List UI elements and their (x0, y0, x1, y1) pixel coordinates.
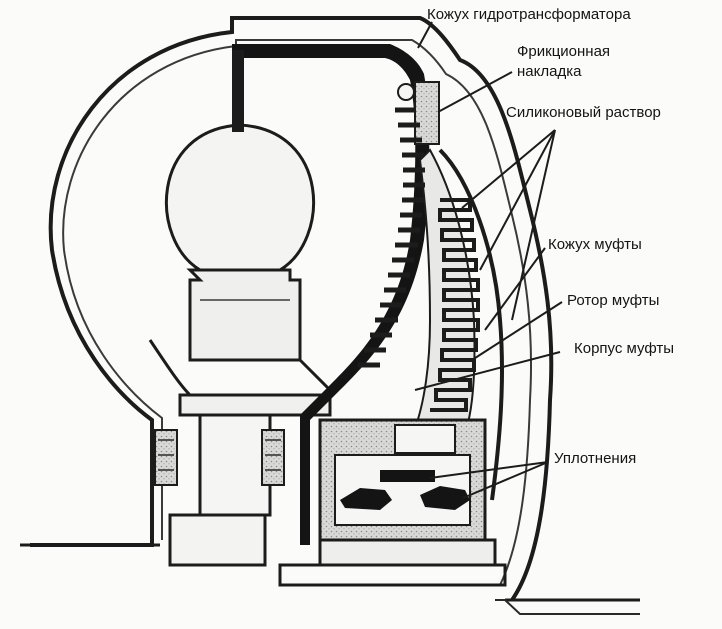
hub-shaft (198, 413, 272, 517)
leader-friction (437, 71, 513, 113)
leader-lines (414, 21, 563, 499)
label-clutch-housing: Кожух муфты (548, 236, 642, 253)
impeller-bulb (164, 123, 316, 272)
leader-body (414, 351, 561, 391)
label-torque-converter-housing: Кожух гидротрансформатора (427, 6, 631, 23)
seal-left (340, 488, 392, 510)
inner-ring-top (394, 424, 456, 454)
bearing-right (261, 429, 285, 486)
label-clutch-rotor: Ротор муфты (567, 292, 660, 309)
top-stem (232, 50, 244, 132)
leader-silicone-1 (461, 129, 556, 209)
leader-silicone-3 (511, 129, 556, 321)
leader-silicone-2 (479, 129, 556, 271)
label-friction-lining-line1: Фрикционная (517, 43, 611, 60)
friction-lining (414, 81, 440, 145)
silicone-channels (430, 198, 480, 412)
label-silicone-fluid: Силиконовый раствор (506, 104, 661, 121)
stator-vanes (186, 268, 302, 362)
bulb-shoulders (148, 339, 332, 397)
outer-casing-inner-line (62, 39, 532, 586)
leader-clutch-housing (484, 247, 546, 331)
label-clutch-body: Корпус муфты (574, 340, 675, 357)
leader-housing (417, 21, 433, 49)
clutch-housing-wall (438, 148, 504, 501)
seal-right (420, 486, 470, 510)
leader-seal-1 (429, 461, 549, 479)
hub-base (168, 513, 267, 567)
top-ball (397, 83, 415, 101)
leader-seal-2 (462, 461, 549, 499)
seal-ring (380, 470, 435, 482)
clutch-base (318, 538, 497, 567)
shell-teeth (358, 107, 425, 368)
label-seals: Уплотнения (554, 450, 637, 467)
right-flange (495, 599, 640, 615)
label-friction-lining-line2: накладка (517, 63, 582, 80)
leader-rotor (471, 301, 563, 361)
bearing-left (154, 429, 178, 486)
bearing-detail (158, 439, 281, 471)
outer-casing (30, 16, 554, 602)
